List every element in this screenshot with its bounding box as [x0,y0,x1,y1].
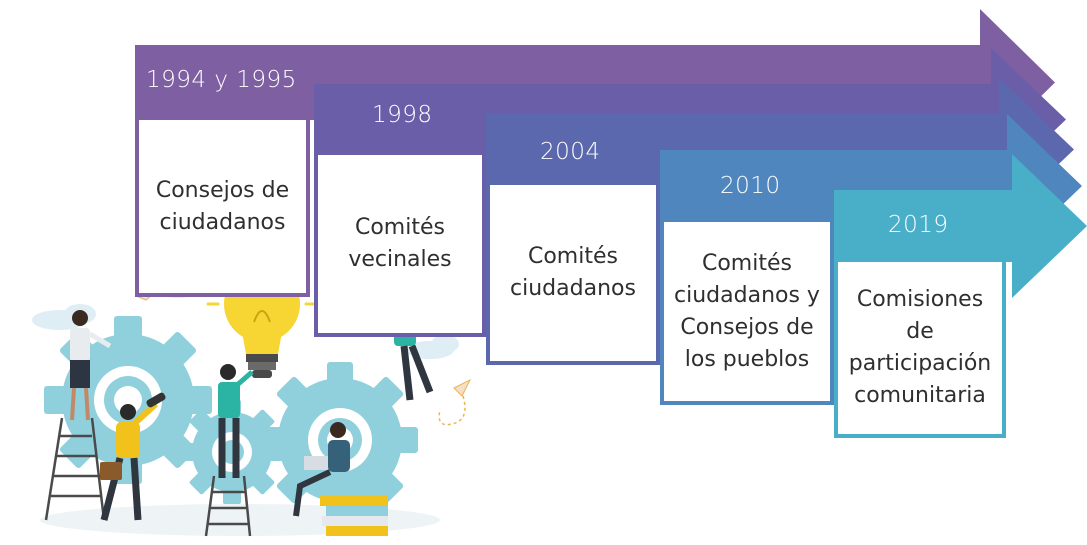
timeline-year: 1998 [372,102,433,128]
timeline-box [139,120,306,293]
timeline-stage-text: Comités ciudadanos [510,244,636,301]
timeline-stage-text: Consejos de ciudadanos [155,177,290,235]
timeline-box [490,185,656,361]
person-icon [293,422,350,517]
timeline-stage-text: Comisiones de participación comunitaria [848,287,992,408]
book-stack-icon [320,486,388,536]
person-icon [218,364,254,478]
timeline-box [318,155,482,333]
timeline-box [664,222,830,401]
timeline-stage-label: Comités vecinales [318,155,482,333]
timeline-stage-label: Comités ciudadanos y Consejos de los pue… [664,222,830,401]
timeline-year: 1994 y 1995 [146,67,297,93]
timeline-arrow [486,78,1074,221]
timeline-stage-label: Comités ciudadanos [490,185,656,361]
timeline-year: 2010 [720,173,781,199]
timeline-box [838,262,1002,434]
timeline-stage-label: Comisiones de participación comunitaria [838,262,1002,434]
timeline-year: 2004 [540,139,601,165]
timeline-stage-text: Comités vecinales [348,215,452,272]
timeline-year: 2019 [888,212,949,238]
person-icon [70,310,112,421]
ladder-icon [44,417,106,521]
timeline-stage-text: Comités ciudadanos y Consejos de los pue… [674,250,820,372]
timeline-stage-label: Consejos de ciudadanos [139,120,306,293]
person-icon [100,392,166,521]
ladder-icon [204,475,252,537]
